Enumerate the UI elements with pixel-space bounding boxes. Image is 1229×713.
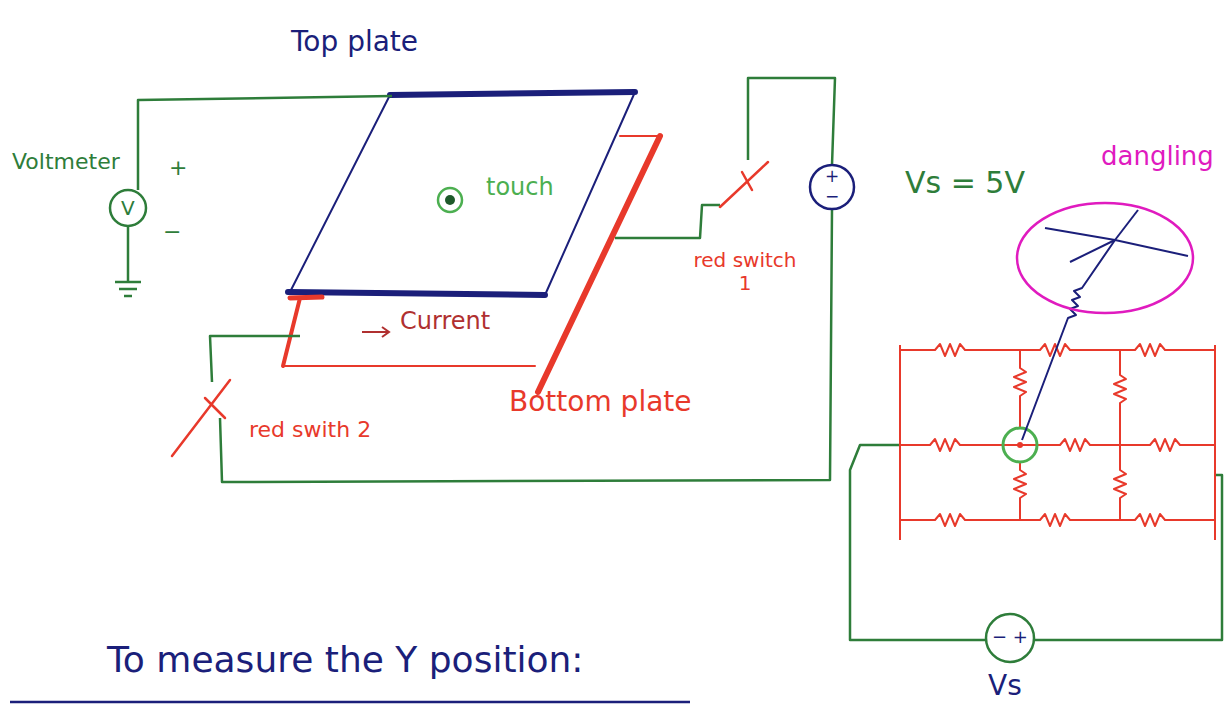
switch-label: red switch 1 — [691, 249, 799, 295]
dangling-region: dangling — [1010, 135, 1225, 315]
touch-point-dot — [1017, 442, 1023, 448]
touch-point — [1003, 428, 1037, 462]
top-plate — [288, 92, 635, 295]
voltage-source: +− Vs = 5V — [805, 155, 1070, 215]
polarity-sign: − — [825, 187, 839, 207]
switch-label: red swith 2 — [249, 417, 371, 442]
voltmeter-label: Voltmeter — [12, 149, 120, 174]
part-name: Top plate — [291, 26, 418, 58]
heading-underline — [10, 701, 690, 704]
dangling-branch — [1022, 210, 1188, 440]
switch-symbol — [172, 162, 768, 456]
resistor-grid — [900, 344, 1215, 540]
node-shape — [1017, 203, 1193, 313]
node-shape — [110, 190, 146, 226]
touch-marker: touch — [430, 165, 570, 215]
source-value: Vs = 5V — [905, 166, 1025, 201]
node-shape — [986, 614, 1034, 662]
heading: To measure the Y position: — [107, 639, 583, 680]
meter-symbol: V — [121, 197, 135, 220]
polarity-sign: + — [169, 155, 187, 180]
voltage-source: − + Vs — [970, 608, 1050, 708]
bottom-plate — [283, 136, 660, 392]
touch-label: touch — [486, 174, 554, 202]
node-shape — [810, 165, 854, 209]
polarity-sign: − — [163, 219, 181, 244]
polarity-sign: + — [825, 167, 839, 187]
voltmeter: VoltmeterV + − — [0, 140, 200, 250]
current-label: Current — [400, 308, 490, 336]
polarity-sign: − + — [992, 627, 1028, 648]
part-name: Bottom plate — [509, 386, 692, 418]
dangling-label: dangling — [1101, 142, 1214, 172]
wires — [115, 78, 1222, 640]
source-name: Vs — [988, 670, 1022, 702]
current-arrow — [362, 327, 389, 337]
node-shape — [438, 188, 462, 212]
node-shape — [445, 195, 455, 205]
